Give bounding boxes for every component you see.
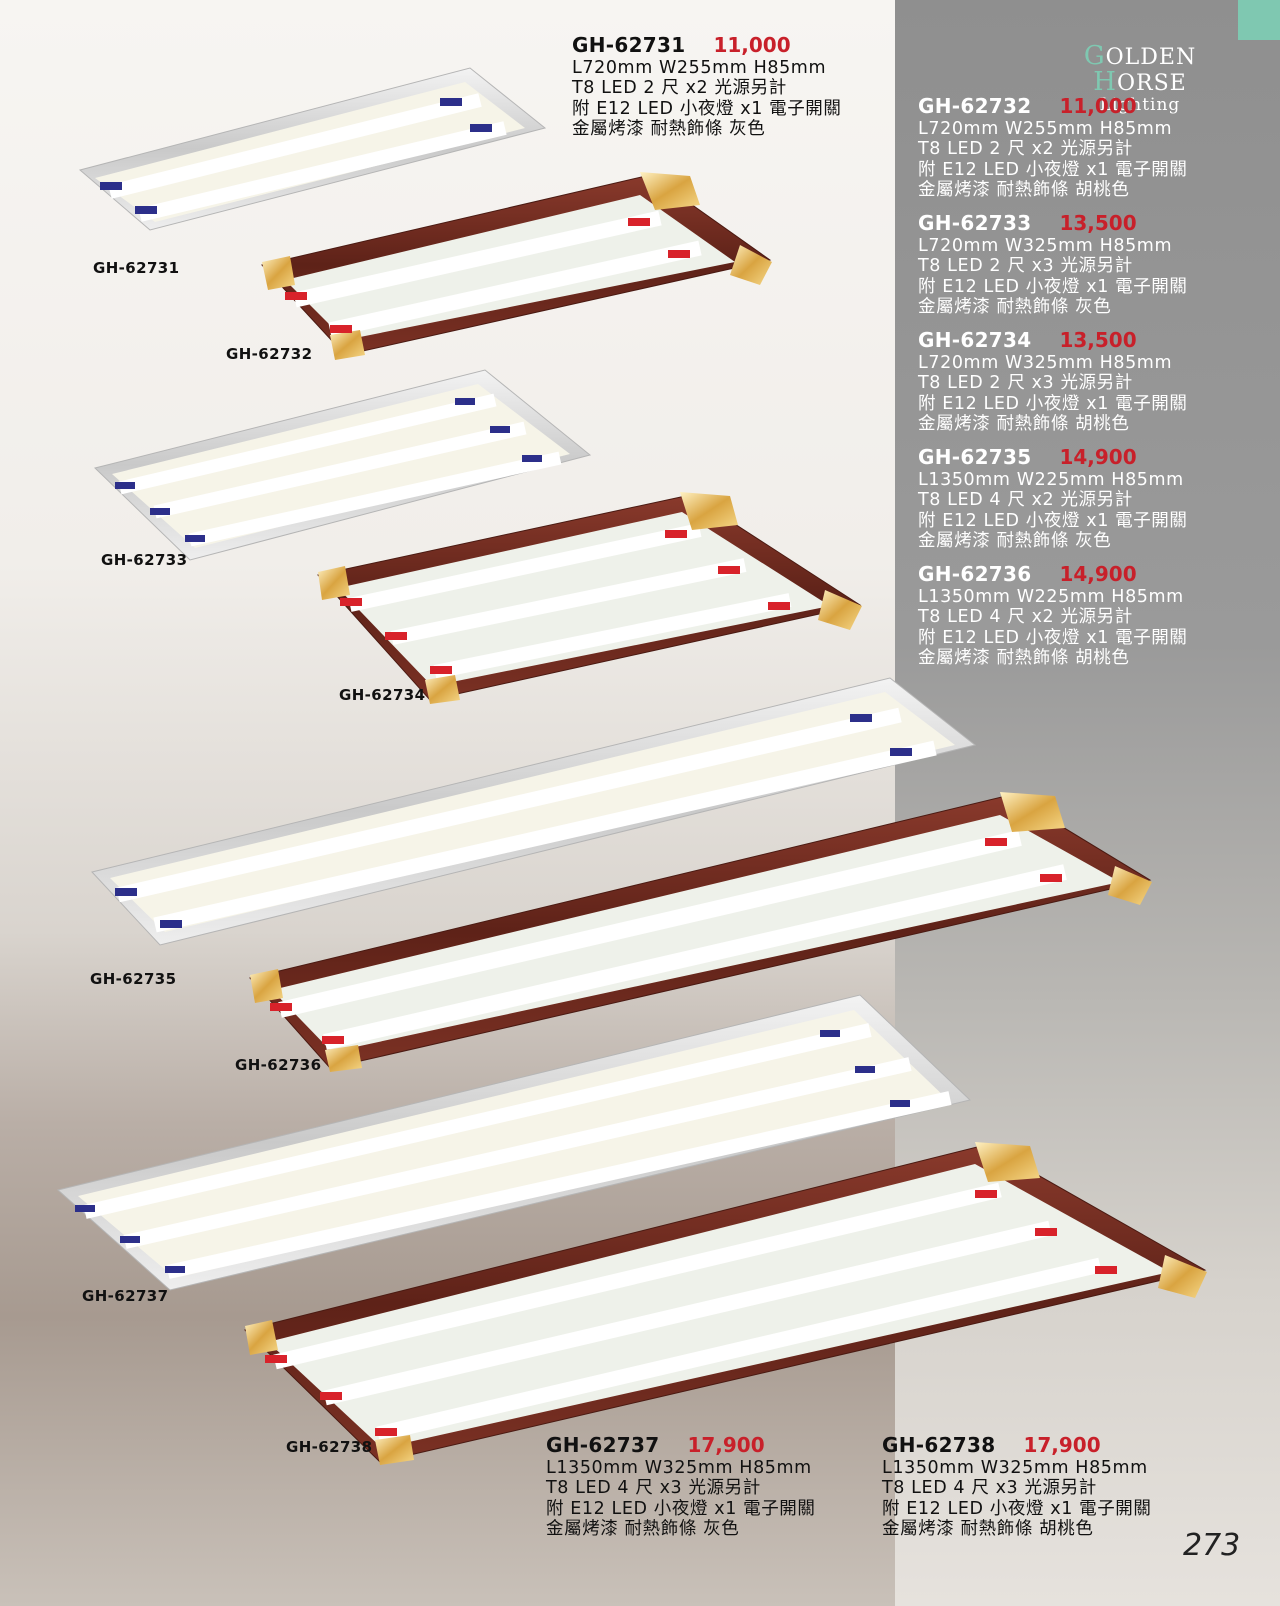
product-dimensions: L1350mm W325mm H85mm [882, 1458, 1148, 1478]
product-extras: 附 E12 LED 小夜燈 x1 電子開關 [918, 627, 1188, 648]
fixture-gh-62734 [317, 492, 862, 704]
product-code: GH-62738 [882, 1433, 996, 1457]
product-extras: 附 E12 LED 小夜燈 x1 電子開關 [918, 393, 1188, 414]
product-extras: 附 E12 LED 小夜燈 x1 電子開關 [882, 1498, 1152, 1519]
product-code: GH-62733 [918, 211, 1032, 235]
product-price: 13,500 [1059, 328, 1137, 352]
product-dimensions: L720mm W325mm H85mm [918, 353, 1173, 373]
product-finish: 金屬烤漆 耐熱飾條 胡桃色 [882, 1519, 1094, 1540]
product-tubes: T8 LED 2 尺 x3 光源另計 [918, 256, 1133, 277]
fixture-gh-62738 [244, 1142, 1207, 1465]
product-price: 13,500 [1059, 211, 1137, 235]
product-code: GH-62737 [546, 1433, 660, 1457]
product-finish: 金屬烤漆 耐熱飾條 胡桃色 [918, 414, 1130, 435]
product-price: 14,900 [1059, 445, 1137, 469]
fixture-label: GH-62736 [235, 1056, 322, 1074]
fixture-label: GH-62738 [286, 1438, 373, 1456]
page-tab-marker [1238, 0, 1280, 40]
product-finish: 金屬烤漆 耐熱飾條 胡桃色 [918, 180, 1130, 201]
product-dimensions: L720mm W325mm H85mm [918, 236, 1173, 256]
product-code: GH-62736 [918, 562, 1032, 586]
product-dimensions: L1350mm W225mm H85mm [918, 587, 1184, 607]
product-code: GH-62735 [918, 445, 1032, 469]
product-price: 17,900 [687, 1433, 765, 1457]
spec-block-gh-62731: GH-62731 11,000 L720mm W255mm H85mm T8 LE… [572, 33, 842, 140]
brand-logo: GOLDEN HORSE Lighting [1083, 41, 1197, 115]
spec-block-gh-62734: GH-62734 13,500 L720mm W325mm H85mm T8 LE… [918, 328, 1188, 435]
product-extras: 附 E12 LED 小夜燈 x1 電子開關 [546, 1498, 816, 1519]
product-code: GH-62734 [918, 328, 1032, 352]
product-tubes: T8 LED 4 尺 x2 光源另計 [918, 607, 1133, 628]
product-code: GH-62732 [918, 94, 1032, 118]
product-dimensions: L1350mm W225mm H85mm [918, 470, 1184, 490]
spec-block-gh-62736: GH-62736 14,900 L1350mm W225mm H85mm T8 L… [918, 562, 1188, 669]
spec-block-gh-62735: GH-62735 14,900 L1350mm W225mm H85mm T8 L… [918, 445, 1188, 552]
product-finish: 金屬烤漆 耐熱飾條 灰色 [572, 119, 766, 140]
fixture-label: GH-62734 [339, 686, 426, 704]
fixture-gh-62733 [94, 369, 592, 561]
fixture-gh-62736 [249, 792, 1152, 1072]
product-price: 11,000 [1059, 94, 1137, 118]
fixture-label: GH-62735 [90, 970, 177, 988]
fixture-label: GH-62731 [93, 259, 180, 277]
fixture-gh-62731 [78, 67, 547, 231]
page-number: 273 [1183, 1528, 1241, 1563]
product-tubes: T8 LED 2 尺 x2 光源另計 [572, 78, 787, 99]
spec-block-gh-62737: GH-62737 17,900 L1350mm W325mm H85mm T8 L… [546, 1433, 816, 1540]
fixture-label: GH-62732 [226, 345, 313, 363]
product-tubes: T8 LED 4 尺 x2 光源另計 [918, 490, 1133, 511]
product-dimensions: L720mm W255mm H85mm [918, 119, 1173, 139]
spec-block-gh-62732: GH-62732 11,000 L720mm W255mm H85mm T8 LE… [918, 94, 1188, 201]
fixture-label: GH-62737 [82, 1287, 169, 1305]
product-price: 11,000 [713, 33, 791, 57]
fixture-gh-62732 [261, 172, 772, 360]
product-code: GH-62731 [572, 33, 686, 57]
product-finish: 金屬烤漆 耐熱飾條 胡桃色 [918, 648, 1130, 669]
product-price: 17,900 [1023, 1433, 1101, 1457]
product-extras: 附 E12 LED 小夜燈 x1 電子開關 [572, 98, 842, 119]
fixture-gh-62735 [91, 677, 977, 946]
spec-block-gh-62733: GH-62733 13,500 L720mm W325mm H85mm T8 LE… [918, 211, 1188, 318]
product-extras: 附 E12 LED 小夜燈 x1 電子開關 [918, 159, 1188, 180]
product-dimensions: L720mm W255mm H85mm [572, 58, 827, 78]
spec-block-gh-62738: GH-62738 17,900 L1350mm W325mm H85mm T8 L… [882, 1433, 1152, 1540]
fixture-label: GH-62733 [101, 551, 188, 569]
fixture-gh-62737 [56, 994, 972, 1291]
product-finish: 金屬烤漆 耐熱飾條 灰色 [918, 297, 1112, 318]
product-dimensions: L1350mm W325mm H85mm [546, 1458, 812, 1478]
product-finish: 金屬烤漆 耐熱飾條 灰色 [546, 1519, 740, 1540]
grey-side-panel [895, 0, 1280, 1606]
product-extras: 附 E12 LED 小夜燈 x1 電子開關 [918, 276, 1188, 297]
product-price: 14,900 [1059, 562, 1137, 586]
product-tubes: T8 LED 2 尺 x3 光源另計 [918, 373, 1133, 394]
product-finish: 金屬烤漆 耐熱飾條 灰色 [918, 531, 1112, 552]
product-tubes: T8 LED 2 尺 x2 光源另計 [918, 139, 1133, 160]
product-tubes: T8 LED 4 尺 x3 光源另計 [546, 1478, 761, 1499]
product-extras: 附 E12 LED 小夜燈 x1 電子開關 [918, 510, 1188, 531]
product-tubes: T8 LED 4 尺 x3 光源另計 [882, 1478, 1097, 1499]
